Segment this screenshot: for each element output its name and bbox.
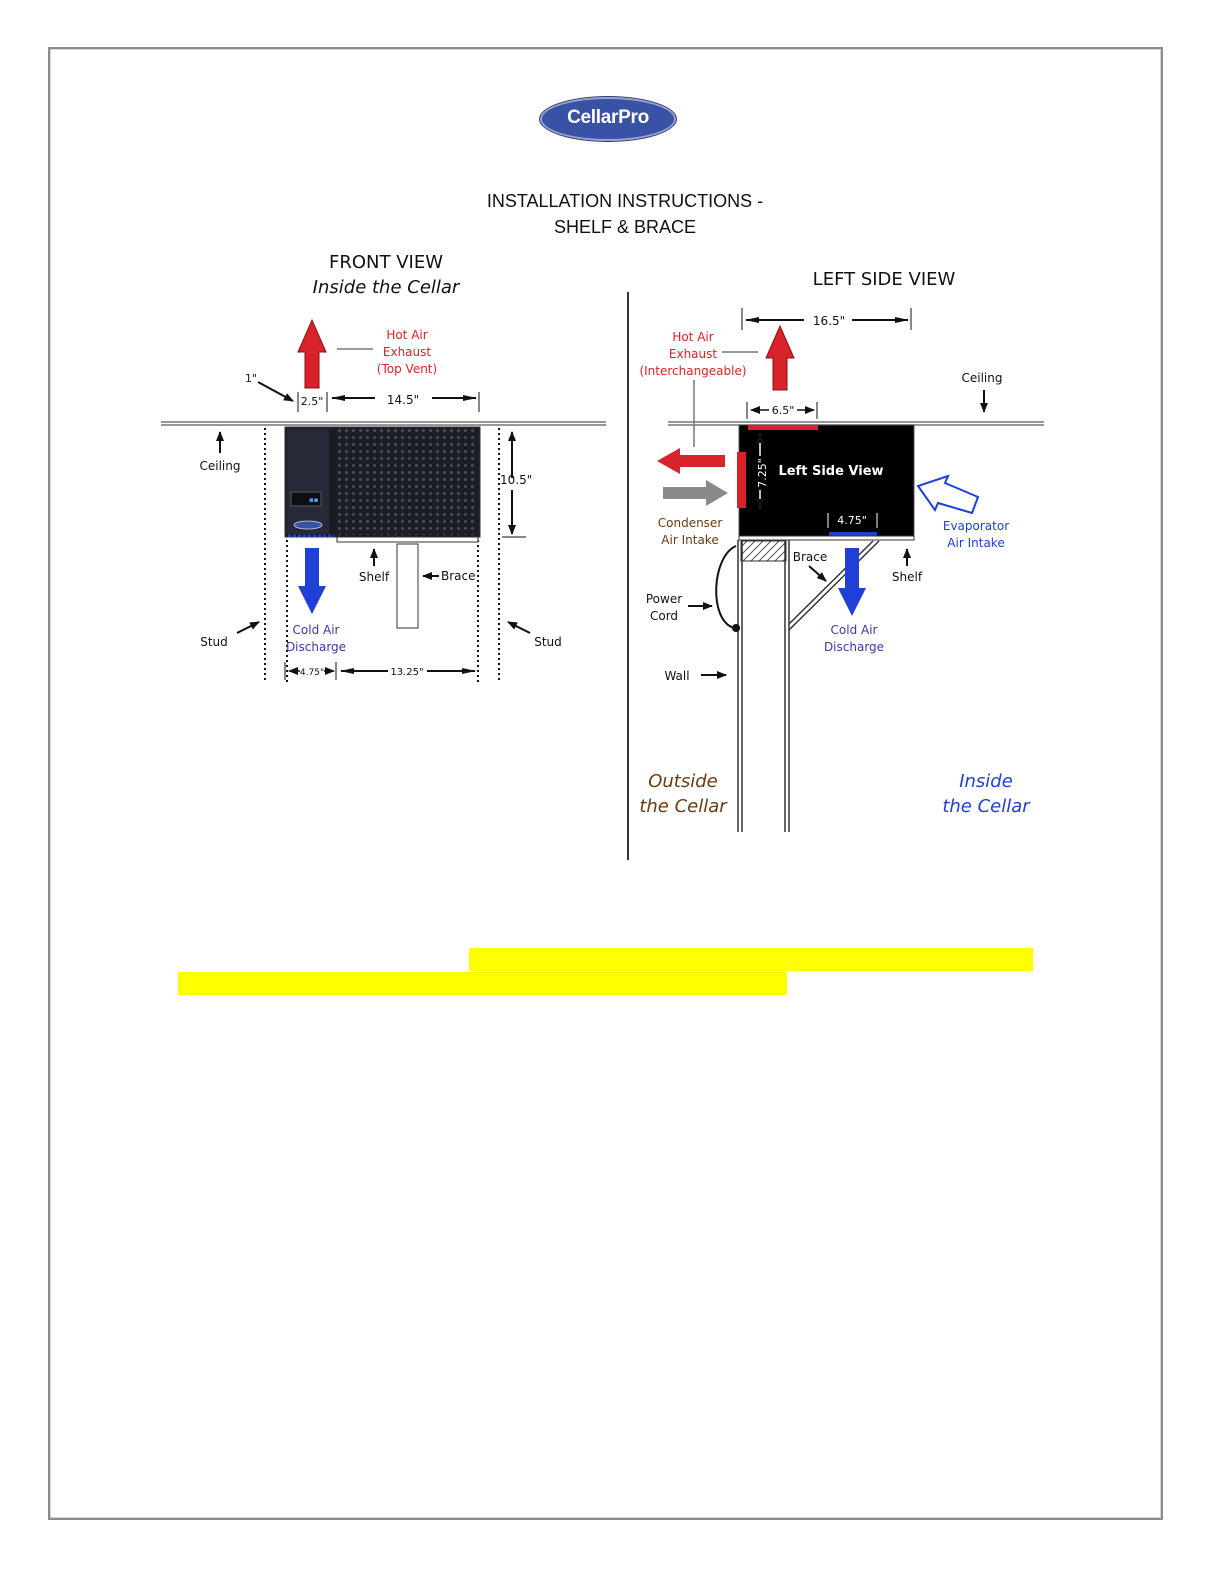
condenser-exhaust-arrow-icon [657,448,725,474]
side-shelf-label: Shelf [892,570,923,584]
front-view: FRONT VIEW Inside the Cellar Hot Air Exh… [161,252,606,682]
page-title-line1: INSTALLATION INSTRUCTIONS - [486,191,764,211]
side-cold-air-arrow-icon [838,548,866,616]
front-stud-right-label: Stud [534,635,562,649]
front-hot-air-line3: (Top Vent) [377,362,437,376]
front-brace-label: Brace [441,569,476,583]
front-hot-air-line2: Exhaust [383,345,432,359]
side-cold-vent [829,532,877,536]
front-dim-1-arrow [257,381,294,402]
power-cord-line2: Cord [650,609,678,623]
front-shelf-label: Shelf [359,570,390,584]
evaporator-line1: Evaporator [943,519,1009,533]
wall-top-plate [740,540,787,562]
stud-arrow [236,621,260,634]
side-view-title: LEFT SIDE VIEW [813,269,956,290]
inside-line2: the Cellar [942,796,1031,817]
side-unit-label: Left Side View [778,464,883,479]
cellarpro-logo: CellarPro [540,97,676,141]
front-dim-4-75-label: 4.75" [300,668,324,678]
front-dim-10-5-label: 10.5" [500,473,532,487]
highlight-bar-2 [178,972,787,995]
logo-text: CellarPro [567,107,649,128]
side-dim-6-5-label: 6.5" [772,404,795,417]
side-brace-label: Brace [793,550,828,564]
wall-label: Wall [664,669,689,683]
highlight-bar-1 [469,948,1033,971]
stud-arrow [507,621,531,634]
condenser-intake-arrow-icon [663,480,728,506]
side-hot-air-line2: Exhaust [669,347,718,361]
front-ceiling-label: Ceiling [200,459,241,473]
front-stud-left-label: Stud [200,635,228,649]
display-readout-icon: ▪▪ [309,496,319,504]
front-unit-display [290,491,322,507]
side-view: LEFT SIDE VIEW 16.5" Hot Air Exhaust (In… [639,269,1044,832]
front-dim-14-5-label: 14.5" [387,393,419,407]
inside-line1: Inside [959,771,1013,792]
side-dim-7-25-label: 7.25" [756,458,769,488]
front-unit-grille [336,429,478,535]
cold-air-arrow-icon [298,548,326,614]
hot-air-arrow-icon [297,318,327,389]
side-dim-4-75-label: 4.75" [837,514,867,527]
side-dim-16-5-label: 16.5" [813,314,845,328]
evaporator-intake-arrow-icon [916,474,980,515]
outside-line1: Outside [648,771,718,792]
power-cord-line1: Power [646,592,682,606]
front-cold-air-line1: Cold Air [293,623,340,637]
side-brace [788,540,880,631]
front-hot-air-line1: Hot Air [386,328,427,342]
front-unit-badge-icon [293,520,323,530]
page-frame [48,47,1163,1520]
side-unit-body [738,424,915,537]
outside-line2: the Cellar [639,796,728,817]
front-cold-air-line2: Discharge [286,640,346,654]
side-hot-air-line1: Hot Air [672,330,713,344]
side-rear-vent [737,452,746,508]
front-unit-control-panel [287,429,329,534]
front-dim-2-5-label: 2.5" [301,395,324,408]
evaporator-line2: Air Intake [947,536,1004,550]
condenser-line2: Air Intake [661,533,718,547]
side-ceiling-label: Ceiling [962,371,1003,385]
front-view-title: FRONT VIEW [329,252,443,273]
side-top-vent [748,425,818,430]
brace-arrow [808,565,827,582]
front-shelf [336,536,479,543]
side-shelf [738,535,915,541]
condenser-line1: Condenser [658,516,723,530]
side-hot-air-arrow-icon [765,324,795,391]
power-plug-icon [732,624,740,632]
power-cord [715,545,737,629]
front-dim-13-25-label: 13.25" [390,667,423,678]
side-cold-air-line2: Discharge [824,640,884,654]
front-view-subtitle: Inside the Cellar [313,277,461,298]
side-cold-air-line1: Cold Air [831,623,878,637]
front-brace [396,543,419,629]
page-title-line2: SHELF & BRACE [553,217,697,237]
front-dim-1-label: 1" [245,372,257,385]
side-hot-air-line3: (Interchangeable) [639,364,746,378]
